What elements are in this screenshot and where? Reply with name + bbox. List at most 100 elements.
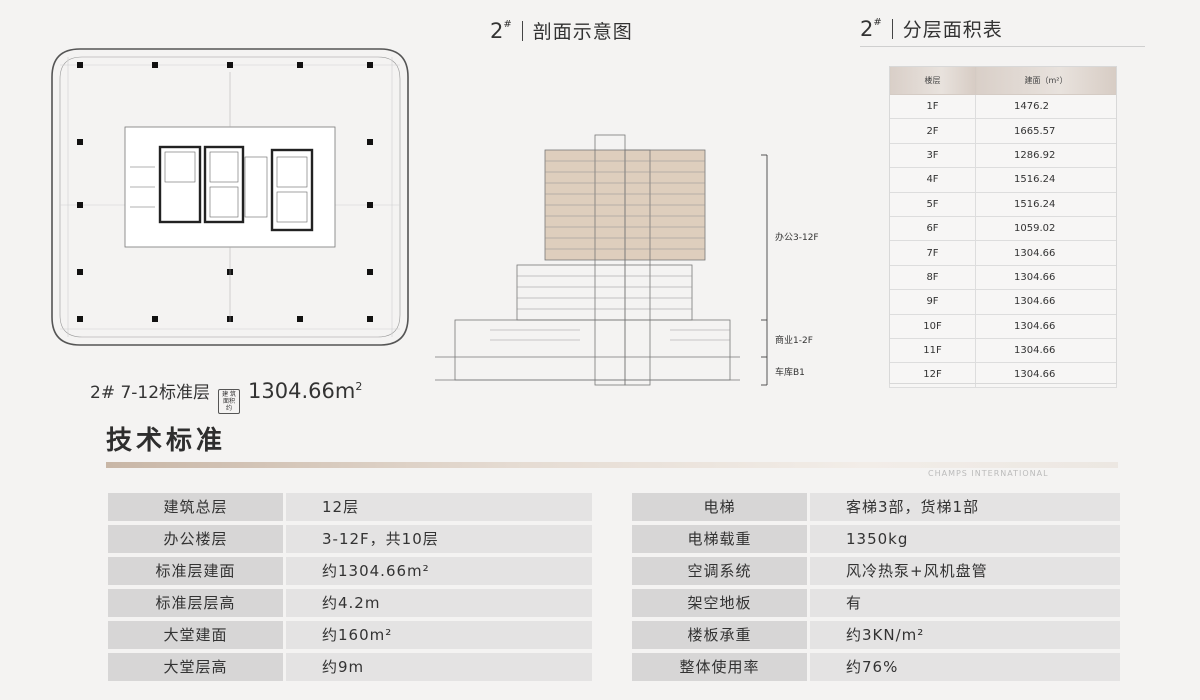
spec-value: 约9m	[286, 653, 592, 681]
structural-column	[77, 62, 83, 68]
floor-table-cell-floor: 1F	[889, 94, 976, 120]
spec-value: 约160m²	[286, 621, 592, 649]
spec-value: 约3KN/m²	[810, 621, 1120, 649]
section-title-label: 剖面示意图	[532, 21, 633, 43]
floor-table-title-divider	[891, 18, 893, 39]
floor-table-header-area: 建面（m²）	[975, 66, 1117, 95]
section-title: 2# 剖面示意图	[490, 17, 633, 44]
floor-table-title-number: 2#	[860, 16, 882, 41]
floor-table-cell-area: 1304.66	[975, 362, 1117, 388]
spec-value: 12层	[286, 493, 592, 521]
zone-label-retail: 商业1-2F	[775, 334, 813, 346]
structural-column	[227, 62, 233, 68]
spec-key: 电梯	[632, 493, 807, 521]
floor-table-cell-area: 1286.92	[975, 143, 1117, 169]
spec-value: 有	[810, 589, 1120, 617]
floor-table-cell-area: 1304.66	[975, 240, 1117, 266]
floor-table-cell-area: 1304.66	[975, 265, 1117, 291]
section-title-number: 2#	[490, 18, 512, 43]
structural-column	[77, 269, 83, 275]
tech-standards-title: 技术标准	[106, 426, 227, 456]
zone-label-parking: 车库B1	[775, 366, 805, 378]
spec-key: 整体使用率	[632, 653, 807, 681]
floor-table-cell-floor: 9F	[889, 289, 976, 315]
floor-table-cell-floor: 3F	[889, 143, 976, 169]
structural-column	[297, 316, 303, 322]
spec-value: 风冷热泵+风机盘管	[810, 557, 1120, 585]
structural-column	[77, 139, 83, 145]
floor-table-title-label: 分层面积表	[902, 19, 1003, 41]
zone-label-office: 办公3-12F	[775, 231, 819, 243]
floor-table-cell-area: 1304.66	[975, 314, 1117, 339]
tech-standards-divider	[106, 462, 1118, 468]
structural-column	[77, 316, 83, 322]
floor-table-cell-area: 1304.66	[975, 289, 1117, 315]
spec-key: 办公楼层	[108, 525, 283, 553]
floor-table-cell-area: 1476.2	[975, 94, 1117, 120]
floor-table-cell-floor: 12F	[889, 362, 976, 388]
spec-key: 空调系统	[632, 557, 807, 585]
floor-table-cell-floor: 10F	[889, 314, 976, 339]
spec-value: 1350kg	[810, 525, 1120, 553]
floor-table-cell-area: 1516.24	[975, 167, 1117, 193]
floor-table-cell-floor: 6F	[889, 216, 976, 242]
floor-table-cell-floor: 5F	[889, 192, 976, 217]
floor-table-title: 2# 分层面积表	[860, 15, 1003, 42]
spec-key: 架空地板	[632, 589, 807, 617]
plan-caption: 2# 7-12标准层 建 筑面积约 1304.66m2	[90, 378, 410, 414]
floor-table-cell-area: 1304.66	[975, 338, 1117, 364]
structural-column	[152, 62, 158, 68]
spec-value: 约76%	[810, 653, 1120, 681]
spec-value: 约1304.66m²	[286, 557, 592, 585]
structural-column	[367, 139, 373, 145]
spec-value: 约4.2m	[286, 589, 592, 617]
spec-key: 楼板承重	[632, 621, 807, 649]
spec-key: 标准层层高	[108, 589, 283, 617]
spec-key: 大堂建面	[108, 621, 283, 649]
structural-column	[367, 62, 373, 68]
floor-table-title-underline	[860, 46, 1145, 47]
section-diagram: 办公3-12F 商业1-2F 车库B1	[435, 134, 819, 386]
structural-column	[152, 316, 158, 322]
floor-table-cell-area: 1059.02	[975, 216, 1117, 242]
floor-table-header-floor: 楼层	[889, 66, 976, 95]
spec-key: 大堂层高	[108, 653, 283, 681]
spec-key: 标准层建面	[108, 557, 283, 585]
floor-table-header-row: 楼层 建面（m²）	[889, 66, 1117, 95]
spec-key: 电梯载重	[632, 525, 807, 553]
floor-plan-drawing	[51, 48, 409, 346]
plan-area-value: 1304.66m2	[248, 379, 363, 403]
spec-key: 建筑总层	[108, 493, 283, 521]
section-title-divider	[521, 20, 523, 41]
floor-table-cell-floor: 2F	[889, 118, 976, 144]
plan-area-badge: 建 筑面积约	[218, 389, 241, 414]
floor-table-cell-floor: 8F	[889, 265, 976, 291]
structural-column	[367, 316, 373, 322]
spec-value: 客梯3部，货梯1部	[810, 493, 1120, 521]
floor-table-cell-floor: 4F	[889, 167, 976, 193]
floor-table-cell-area: 1665.57	[975, 118, 1117, 144]
brand-watermark: CHAMPS INTERNATIONAL	[928, 469, 1049, 478]
plan-caption-text: 2# 7-12标准层	[90, 383, 211, 403]
structural-column	[367, 202, 373, 208]
floor-table-cell-floor: 7F	[889, 240, 976, 266]
floor-table-cell-floor: 11F	[889, 338, 976, 364]
structural-column	[367, 269, 373, 275]
structural-column	[77, 202, 83, 208]
floor-table-cell-area: 1516.24	[975, 192, 1117, 217]
structural-column	[297, 62, 303, 68]
